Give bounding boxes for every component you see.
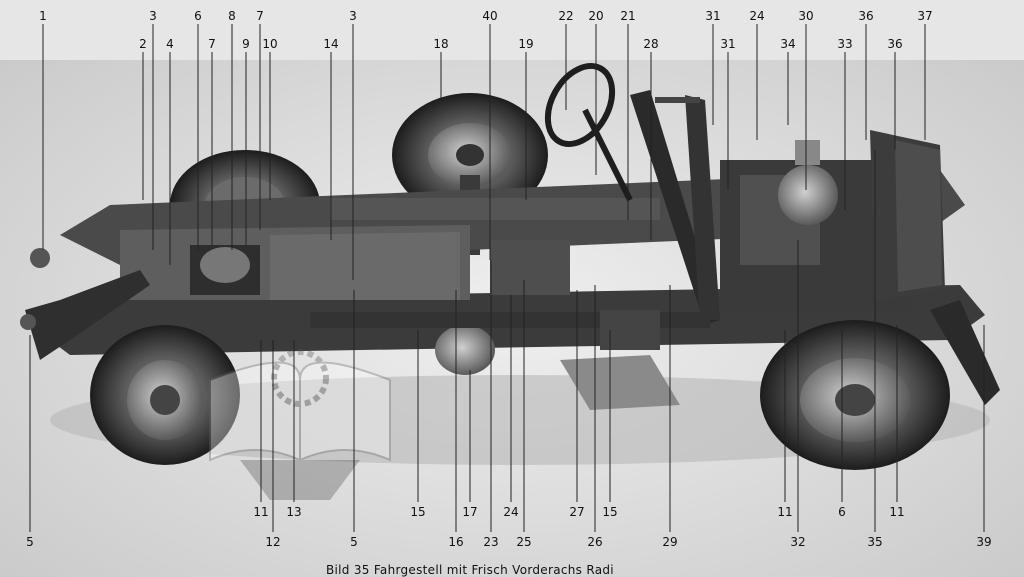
top-part-number-label: 40 [482,9,497,23]
top-part-number-label: 36 [887,37,902,51]
top-part-number-label: 7 [208,37,216,51]
top-part-number-label: 28 [643,37,658,51]
top-part-number-label: 31 [705,9,720,23]
bottom-part-number-label: 6 [838,505,846,519]
bottom-part-number-label: 35 [867,535,882,549]
bottom-part-number-label: 24 [503,505,518,519]
top-part-number-label: 20 [588,9,603,23]
top-part-number-label: 10 [262,37,277,51]
driveshaft [310,310,710,375]
bottom-part-number-label: 23 [483,535,498,549]
bottom-part-number-label: 27 [569,505,584,519]
top-part-number-label: 3 [349,9,357,23]
front-tire [760,300,1000,470]
top-part-number-label: 34 [780,37,795,51]
top-part-number-label: 21 [620,9,635,23]
top-part-number-label: 33 [837,37,852,51]
radiator [870,130,945,300]
top-part-number-label: 1 [39,9,47,23]
steering-wheel [544,63,633,202]
bottom-part-number-label: 26 [587,535,602,549]
bottom-part-number-label: 16 [448,535,463,549]
top-part-number-label: 2 [139,37,147,51]
top-part-number-label: 24 [749,9,764,23]
figure-caption: Bild 35 Fahrgestell mit Frisch Vorderach… [326,563,614,577]
top-part-number-label: 8 [228,9,236,23]
top-part-number-label: 31 [720,37,735,51]
top-part-number-label: 30 [798,9,813,23]
rear-bumper [20,248,150,360]
running-board [560,355,680,410]
bottom-part-number-label: 5 [26,535,34,549]
rear-tire-front [90,325,240,465]
bottom-part-number-label: 12 [265,535,280,549]
bottom-part-number-label: 15 [602,505,617,519]
bottom-part-number-label: 29 [662,535,677,549]
top-part-number-label: 19 [518,37,533,51]
bottom-part-number-label: 17 [462,505,477,519]
top-part-number-label: 7 [256,9,264,23]
windshield-frame [630,90,720,325]
top-part-number-label: 3 [149,9,157,23]
bottom-part-number-label: 39 [976,535,991,549]
watermark-logo [209,349,391,500]
bottom-part-number-label: 25 [516,535,531,549]
bottom-part-number-label: 32 [790,535,805,549]
bottom-part-number-label: 15 [410,505,425,519]
bottom-part-number-label: 5 [350,535,358,549]
top-part-number-label: 37 [917,9,932,23]
bottom-part-number-label: 11 [777,505,792,519]
top-part-number-label: 36 [858,9,873,23]
bottom-part-number-label: 11 [889,505,904,519]
top-part-number-label: 9 [242,37,250,51]
top-part-number-label: 14 [323,37,338,51]
top-part-number-label: 22 [558,9,573,23]
bottom-part-number-label: 11 [253,505,268,519]
top-part-number-label: 4 [166,37,174,51]
top-part-number-label: 6 [194,9,202,23]
top-part-number-label: 18 [433,37,448,51]
bottom-part-number-label: 13 [286,505,301,519]
